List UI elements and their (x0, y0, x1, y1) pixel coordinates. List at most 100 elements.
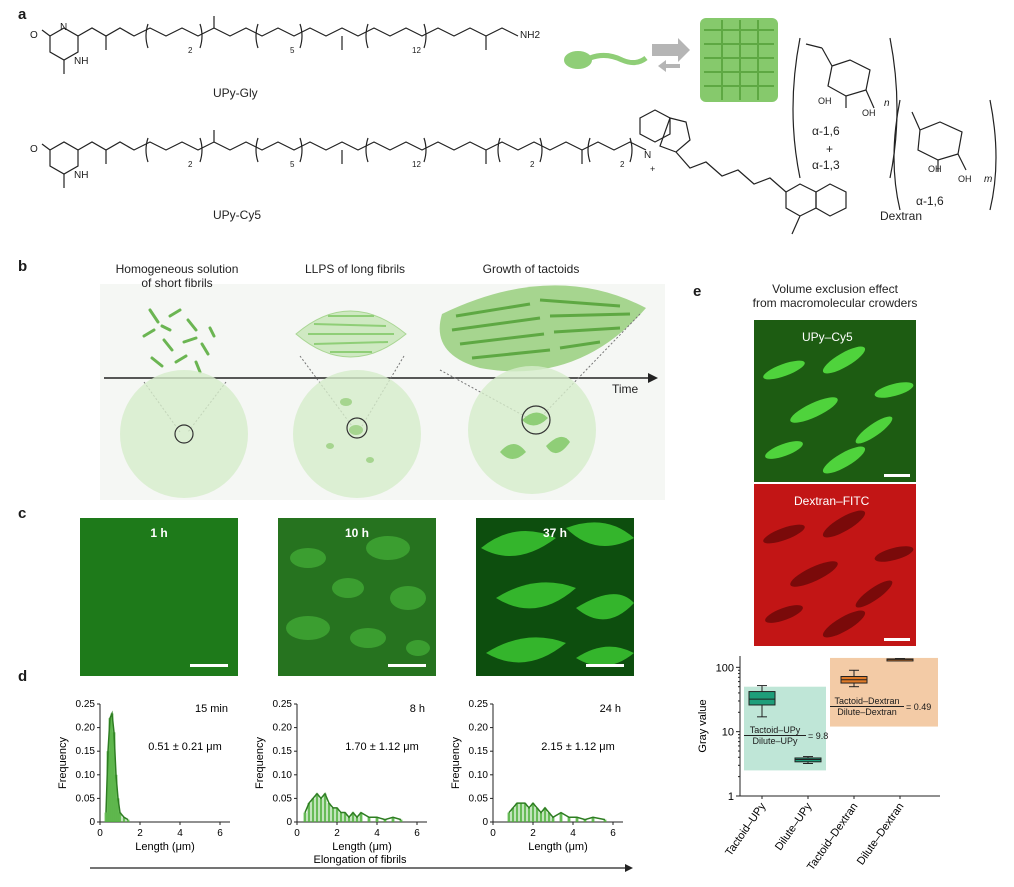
scale-bar (586, 664, 624, 667)
ratio2-value: = 0.49 (906, 702, 932, 712)
chem-o-2: O (30, 144, 38, 155)
y-tick-label: 0.05 (273, 793, 293, 804)
y-tick-label: 0.25 (469, 699, 489, 710)
sub-2-b: 2 (188, 160, 193, 169)
micrograph-10h: 10 h (278, 518, 436, 676)
x-category-label: Dilute–Dextran (855, 801, 907, 867)
box-body (748, 691, 776, 706)
histogram-bar (114, 774, 118, 822)
histogram-bar (108, 718, 112, 822)
histogram-bar (331, 807, 335, 822)
scale-bar (884, 474, 910, 477)
scale-bar (884, 638, 910, 641)
sub-n: n (884, 98, 890, 109)
x-category-label: Tactoid–Dextran (805, 801, 860, 873)
chem-nh2: NH2 (520, 30, 541, 41)
img-label-upy-cy5: UPy–Cy5 (802, 330, 853, 344)
micrograph-dextran-fitc: Dextran–FITC (754, 484, 916, 646)
y-axis-label: Frequency (450, 737, 462, 789)
chem-nh-1: NH (74, 56, 89, 67)
histogram-bar (535, 807, 539, 822)
x-tick-label: 6 (414, 828, 420, 839)
y-axis-label: Frequency (254, 737, 266, 789)
histogram-bar (343, 812, 347, 822)
x-tick-label: 4 (374, 828, 380, 839)
y-tick-label: 0.05 (469, 793, 489, 804)
chem-oh-4: OH (958, 174, 972, 184)
histogram-bar (507, 812, 511, 822)
y-tick-label: 0.10 (469, 770, 489, 781)
histogram-bar (575, 817, 579, 822)
dextran-bracket-2 (893, 99, 901, 211)
ratio1-fraction: Tactoid–UPy Dilute–UPy (744, 725, 806, 746)
histogram-bar (543, 807, 547, 822)
histogram-bar (319, 798, 323, 822)
hist-stat-label: 0.51 ± 0.21 μm (148, 741, 222, 753)
scale-bar (388, 664, 426, 667)
x-tick-label: 0 (97, 828, 103, 839)
chem-nplus: N (644, 150, 652, 161)
sub-12-b: 12 (412, 160, 421, 169)
panel-b-diagram (100, 284, 665, 500)
ratio1-den: Dilute–UPy (752, 736, 798, 746)
upy-ring-1 (49, 27, 79, 61)
short-fibrils (142, 308, 216, 374)
hist-stat-label: 1.70 ± 1.12 μm (345, 741, 419, 753)
chem-nh-2: NH (74, 170, 89, 181)
histogram-bar (391, 817, 395, 822)
panel-a-structures (41, 16, 997, 235)
y-tick-label: 100 (716, 662, 734, 674)
y-tick-label: 0.15 (469, 746, 489, 757)
y-tick-label: 0.15 (76, 746, 96, 757)
sub-5-b: 5 (290, 160, 295, 169)
x-axis-label: Length (μm) (332, 841, 392, 853)
ratio2-num: Tactoid–Dextran (830, 696, 904, 707)
indole-ring-2 (785, 183, 817, 217)
y-tick-label: 0.20 (76, 723, 96, 734)
histogram-bar (531, 803, 535, 822)
histogram-bar (307, 803, 311, 822)
x-tick-label: 2 (334, 828, 340, 839)
panel-e-title: Volume exclusion effect from macromolecu… (752, 282, 918, 310)
histogram-bar (375, 817, 379, 822)
micrograph-upy-cy5: UPy–Cy5 (754, 320, 916, 482)
chem-charge: + (650, 164, 656, 174)
histogram-bar (515, 803, 519, 822)
chem-oh-3: OH (928, 164, 942, 174)
histogram-bar (104, 812, 108, 822)
chem-oh-2: OH (862, 108, 876, 118)
time-label-37h: 37 h (542, 526, 567, 540)
y-tick-label: 0.25 (76, 699, 96, 710)
ratio2-fraction: Tactoid–Dextran Dilute–Dextran (830, 696, 904, 717)
indole-ring-1 (639, 109, 671, 143)
panel-label-e: e (693, 283, 702, 300)
histogram-bar (539, 812, 543, 822)
micrograph-37h: 37 h (476, 518, 634, 676)
tactoid-shape (439, 285, 646, 372)
histogram-bar (399, 819, 403, 822)
x-tick-label: 6 (610, 828, 616, 839)
link-plus: + (826, 142, 834, 156)
stage2-label: LLPS of long fibrils (304, 262, 406, 276)
dextran-name: Dextran (880, 209, 923, 223)
y-tick-label: 0.20 (469, 723, 489, 734)
y-tick-label: 0.15 (273, 746, 293, 757)
chem-oh-1: OH (818, 96, 832, 106)
elongation-label: Elongation of fibrils (314, 854, 407, 866)
time-label-10h: 10 h (344, 526, 369, 540)
histogram-bar (303, 812, 307, 822)
y-axis-label: Frequency (57, 737, 69, 789)
time-label: Time (612, 382, 639, 396)
x-tick-label: 0 (294, 828, 300, 839)
link-alpha16: α-1,6 (812, 124, 840, 138)
circle-stage1 (120, 370, 248, 498)
x-category-label: Tactoid–UPy (723, 800, 769, 858)
sub-m: m (984, 174, 993, 185)
y-axis-label: Gray value (697, 699, 709, 752)
y-tick-label: 0 (482, 817, 488, 828)
histogram-bar (511, 807, 515, 822)
arrow-back-icon (658, 60, 680, 72)
panel-label-b: b (18, 258, 28, 275)
y-tick-label: 0.10 (273, 770, 293, 781)
